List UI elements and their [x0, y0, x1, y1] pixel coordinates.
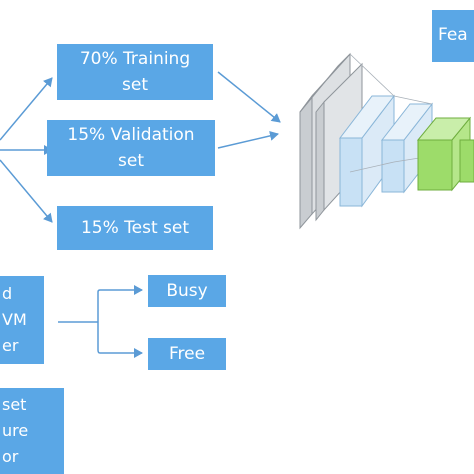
free-box: Free — [148, 338, 226, 370]
arrow-validation-to-net — [217, 130, 279, 149]
test-set-box: 15% Test set — [57, 206, 213, 250]
arrow-training-to-net — [217, 71, 281, 123]
arrow-to-free — [97, 322, 143, 358]
feature-set-box: set ure or — [0, 388, 64, 474]
cnn-layer-3 — [338, 94, 396, 208]
training-set-box: 70% Training set — [57, 44, 213, 100]
arrow-to-training — [0, 77, 53, 141]
feature-label-box: Fea — [432, 10, 474, 62]
arrow-to-test — [0, 159, 53, 223]
classifier-box: d VM er — [0, 276, 44, 364]
cnn-layer-6 — [459, 139, 474, 183]
busy-box: Busy — [148, 275, 226, 307]
arrow-to-busy — [97, 285, 143, 322]
validation-set-box: 15% Validation set — [47, 120, 215, 176]
